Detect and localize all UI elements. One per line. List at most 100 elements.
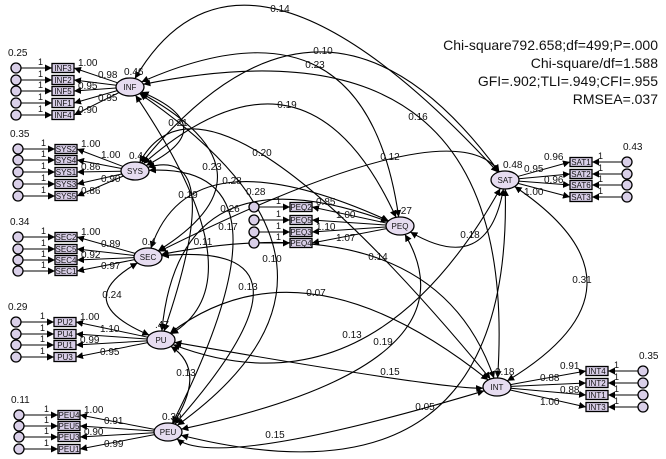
error-term[interactable]: [12, 178, 24, 190]
error-term[interactable]: [12, 265, 24, 277]
indicator-int4[interactable]: [585, 365, 609, 377]
indicator-int1[interactable]: [585, 389, 609, 401]
indicator-pu2[interactable]: [53, 316, 77, 328]
error-term[interactable]: [10, 316, 22, 328]
covariance-label: 0.18: [460, 230, 480, 241]
error-term[interactable]: [248, 237, 260, 249]
indicator-sec4[interactable]: [54, 254, 78, 266]
error-term[interactable]: [12, 231, 24, 243]
error-term[interactable]: [248, 214, 260, 226]
error-term[interactable]: [12, 166, 24, 178]
indicator-inf4[interactable]: [51, 109, 75, 121]
error-term[interactable]: [10, 97, 22, 109]
loading-path: [73, 66, 118, 84]
indicator-label: PEU4: [59, 411, 80, 420]
fixed-path-label: 1: [41, 185, 46, 195]
covariance-label: 0.19: [277, 100, 297, 111]
indicator-peu4[interactable]: [57, 409, 81, 421]
loading-path: [76, 173, 122, 186]
indicator-peu1[interactable]: [57, 443, 81, 455]
indicator-pu1[interactable]: [53, 339, 77, 351]
latent-pu[interactable]: [146, 330, 176, 350]
error-term[interactable]: [621, 156, 633, 168]
error-term[interactable]: [12, 243, 24, 255]
indicator-peq4[interactable]: [289, 237, 313, 249]
covariance-label: 0.19: [178, 190, 198, 201]
latent-int[interactable]: [482, 377, 512, 397]
latent-peq[interactable]: [385, 216, 415, 236]
latent-label: PEQ: [392, 222, 409, 231]
indicator-sys2[interactable]: [54, 143, 78, 155]
error-term[interactable]: [10, 339, 22, 351]
error-term[interactable]: [10, 85, 22, 97]
indicator-inf3[interactable]: [51, 62, 75, 74]
indicator-sec1[interactable]: [54, 265, 78, 277]
latent-sec[interactable]: [133, 247, 163, 267]
latent-sat[interactable]: [490, 170, 520, 190]
covariance-label: 0.14: [368, 252, 388, 263]
error-term[interactable]: [13, 443, 25, 455]
covariance-label: 0.28: [222, 176, 242, 187]
loading-path: [76, 175, 124, 197]
indicator-pu3[interactable]: [53, 351, 77, 363]
indicator-sec5[interactable]: [54, 243, 78, 255]
error-term[interactable]: [12, 154, 24, 166]
indicator-sec2[interactable]: [54, 231, 78, 243]
indicator-int2[interactable]: [585, 377, 609, 389]
error-term[interactable]: [10, 109, 22, 121]
error-term[interactable]: [13, 431, 25, 443]
indicator-sat6[interactable]: [569, 179, 593, 191]
error-term[interactable]: [248, 201, 260, 213]
indicator-int3[interactable]: [585, 401, 609, 413]
error-term[interactable]: [13, 409, 25, 421]
indicator-sys4[interactable]: [54, 154, 78, 166]
fixed-path-label: 1: [44, 404, 49, 414]
error-term[interactable]: [12, 254, 24, 266]
covariance-label: 0.23: [305, 60, 325, 71]
error-term[interactable]: [10, 328, 22, 340]
error-term[interactable]: [621, 191, 633, 203]
loading-label: 0.97: [101, 261, 121, 272]
error-term[interactable]: [10, 62, 22, 74]
indicator-pu4[interactable]: [53, 328, 77, 340]
fixed-path-label: 1: [598, 151, 603, 161]
error-term[interactable]: [621, 168, 633, 180]
latent-peu[interactable]: [153, 422, 183, 442]
loading-path: [518, 171, 571, 180]
indicator-peu5[interactable]: [57, 420, 81, 432]
indicator-peq3[interactable]: [289, 226, 313, 238]
error-term[interactable]: [637, 365, 649, 377]
latent-inf[interactable]: [115, 77, 145, 97]
indicator-peq5[interactable]: [289, 214, 313, 226]
indicator-sys1[interactable]: [54, 166, 78, 178]
covariance-path-inf-sat: [134, 4, 499, 173]
indicator-inf1[interactable]: [51, 97, 75, 109]
loading-path: [76, 246, 135, 256]
latent-sys[interactable]: [120, 161, 150, 181]
error-term[interactable]: [637, 389, 649, 401]
indicator-sys5[interactable]: [54, 190, 78, 202]
covariance-label: 0.13: [238, 282, 258, 293]
indicator-inf5[interactable]: [51, 85, 75, 97]
error-term[interactable]: [621, 179, 633, 191]
indicator-peq2[interactable]: [289, 201, 313, 213]
indicator-peu3[interactable]: [57, 431, 81, 443]
error-term[interactable]: [10, 351, 22, 363]
indicator-sys3[interactable]: [54, 178, 78, 190]
indicator-inf2[interactable]: [51, 74, 75, 86]
indicator-sat1[interactable]: [569, 156, 593, 168]
fixed-path-label: 1: [38, 104, 43, 114]
fixed-path-label: 1: [614, 360, 619, 370]
indicator-sat2[interactable]: [569, 168, 593, 180]
error-term[interactable]: [13, 420, 25, 432]
indicator-sat3[interactable]: [569, 191, 593, 203]
error-term[interactable]: [637, 401, 649, 413]
loading-label: 0.95: [78, 81, 98, 92]
error-term[interactable]: [12, 143, 24, 155]
error-term[interactable]: [248, 226, 260, 238]
loading-path: [510, 379, 587, 387]
fixed-path-label: 1: [41, 161, 46, 171]
error-term[interactable]: [637, 377, 649, 389]
error-term[interactable]: [10, 74, 22, 86]
error-term[interactable]: [12, 190, 24, 202]
